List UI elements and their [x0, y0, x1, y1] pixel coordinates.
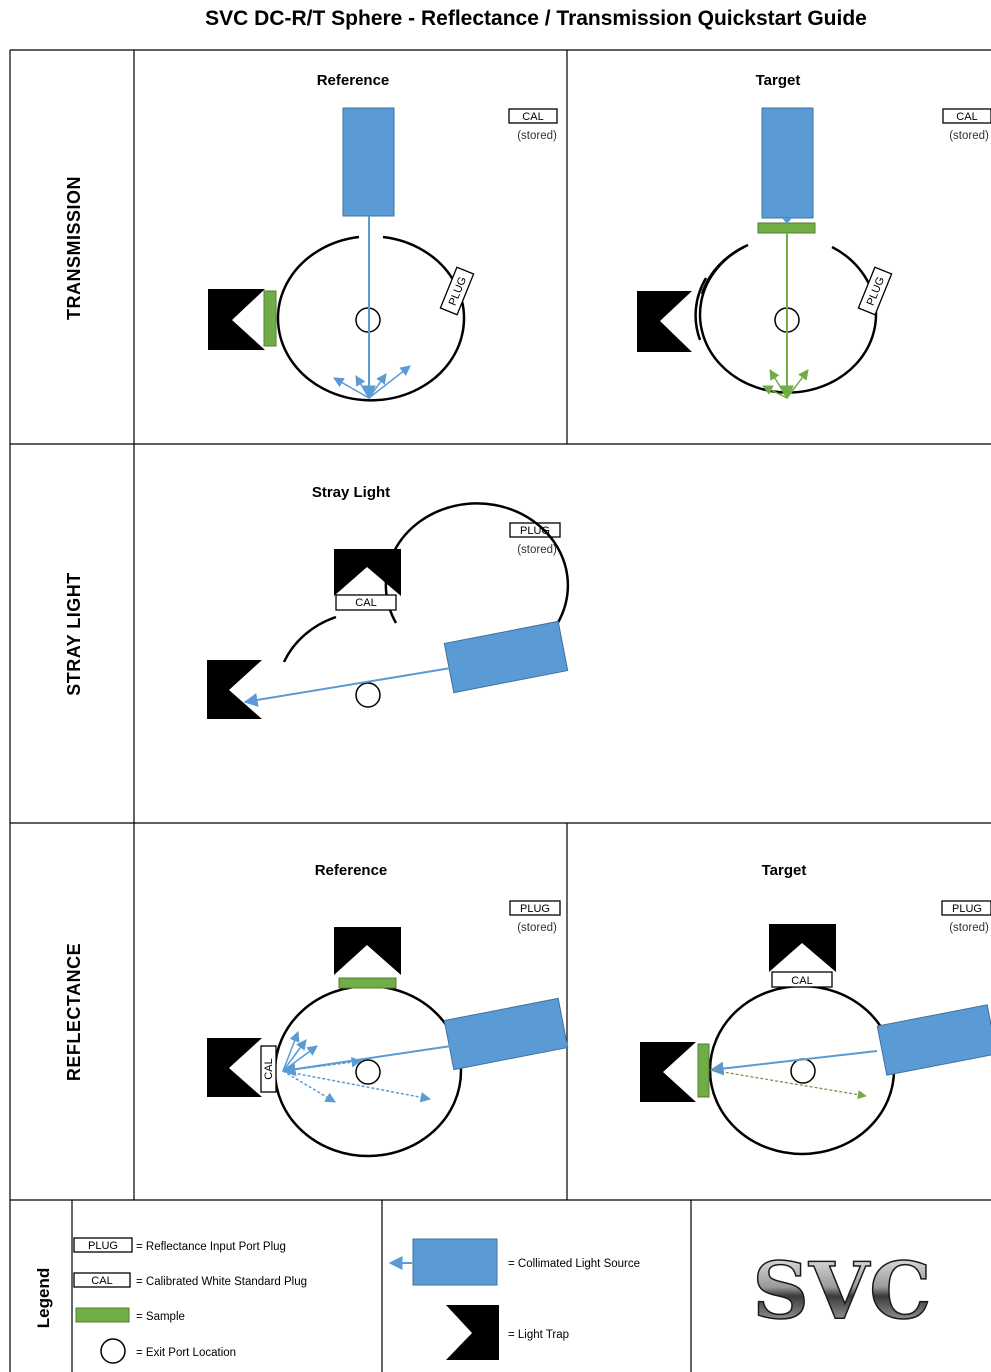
stored-tag-label: PLUG [952, 903, 982, 915]
light-trap [334, 927, 401, 975]
cal-plug-label: CAL [355, 597, 376, 609]
legend-exit-port: = Exit Port Location [100, 1338, 236, 1364]
page-title: SVC DC-R/T Sphere - Reflectance / Transm… [205, 7, 867, 30]
light-trap [769, 924, 836, 972]
legend-sample: = Sample [75, 1307, 185, 1323]
light-trap [637, 291, 692, 352]
svc-logo: SVC [753, 1246, 932, 1337]
beam [281, 1031, 452, 1103]
grid [9, 49, 991, 1372]
panel-title: Target [756, 72, 801, 89]
light-source [761, 107, 814, 219]
cal-plug-label: CAL [791, 975, 812, 987]
legend-cal-tag: CAL [91, 1275, 112, 1287]
cal-plug-label: CAL [263, 1058, 275, 1079]
light-source [876, 1004, 991, 1076]
integrating-sphere-arc [700, 243, 749, 295]
legend-cal: CAL = Calibrated White Standard Plug [73, 1272, 307, 1288]
exit-port [355, 1059, 381, 1085]
legend-light-source: = Collimated Light Source [388, 1238, 640, 1286]
stored-note: (stored) [517, 544, 557, 556]
port-plug: PLUG [857, 266, 893, 316]
stored-tag: PLUG (stored) [509, 900, 561, 934]
stored-tag: CAL (stored) [508, 108, 558, 142]
stored-tag: PLUG (stored) [509, 522, 561, 556]
beam [333, 216, 411, 400]
legend-sample-text: = Sample [136, 1311, 185, 1323]
panel-transmission-reference: Reference CAL (stored) PLUG [208, 72, 558, 402]
legend-light-source-text: = Collimated Light Source [508, 1258, 640, 1270]
row-label-reflectance: REFLECTANCE [64, 943, 84, 1081]
exit-port [355, 682, 381, 708]
panel-transmission-target: Target CAL (stored) PLUG [637, 72, 991, 400]
stored-note: (stored) [949, 130, 989, 142]
beam [243, 667, 452, 707]
light-source [342, 107, 395, 217]
beam-source-tip [782, 218, 792, 224]
panel-reflectance-reference: Reference PLUG (stored) CAL [207, 862, 569, 1158]
legend-plug-text: = Reflectance Input Port Plug [136, 1241, 286, 1253]
row-label-stray-light: STRAY LIGHT [64, 572, 84, 696]
legend-plug: PLUG = Reflectance Input Port Plug [73, 1237, 286, 1253]
row-label-transmission: TRANSMISSION [64, 176, 84, 320]
legend-heading: Legend [34, 1268, 53, 1328]
light-source [443, 997, 569, 1071]
light-trap [207, 1038, 262, 1097]
light-trap [334, 549, 401, 596]
light-trap [208, 289, 265, 350]
panel-title: Stray Light [312, 484, 390, 501]
cal-plug: CAL [260, 1045, 277, 1093]
panel-title: Target [762, 862, 807, 879]
legend-light-trap: = Light Trap [446, 1305, 569, 1360]
stored-note: (stored) [949, 922, 989, 934]
legend-cal-text: = Calibrated White Standard Plug [136, 1276, 307, 1288]
stored-note: (stored) [517, 922, 557, 934]
cal-plug: CAL [771, 971, 833, 988]
sample [757, 222, 816, 234]
sample [697, 1043, 710, 1098]
exit-port [790, 1058, 816, 1084]
panel-title: Reference [317, 72, 390, 89]
stored-tag-label: PLUG [520, 903, 550, 915]
legend-plug-tag: PLUG [88, 1240, 118, 1252]
sample [338, 977, 397, 989]
cal-plug: CAL [335, 594, 397, 611]
beam [709, 1050, 878, 1100]
port-plug: PLUG [439, 266, 475, 316]
stored-note: (stored) [517, 130, 557, 142]
legend-light-trap-text: = Light Trap [508, 1329, 569, 1341]
sample [263, 290, 277, 347]
stored-tag-label: CAL [956, 111, 977, 123]
stored-tag: PLUG (stored) [941, 900, 991, 934]
light-source [443, 620, 569, 694]
beam [762, 233, 809, 400]
stored-tag-label: CAL [522, 111, 543, 123]
panel-reflectance-target: Target PLUG (stored) CAL [640, 862, 991, 1156]
light-trap [207, 660, 262, 719]
stored-tag: CAL (stored) [942, 108, 991, 142]
panel-title: Reference [315, 862, 388, 879]
legend: Legend PLUG = Reflectance Input Port Plu… [34, 1237, 932, 1364]
legend-exit-port-text: = Exit Port Location [136, 1347, 236, 1359]
light-trap [640, 1042, 696, 1102]
panel-stray-light: Stray Light PLUG (stored) CAL [207, 484, 570, 719]
